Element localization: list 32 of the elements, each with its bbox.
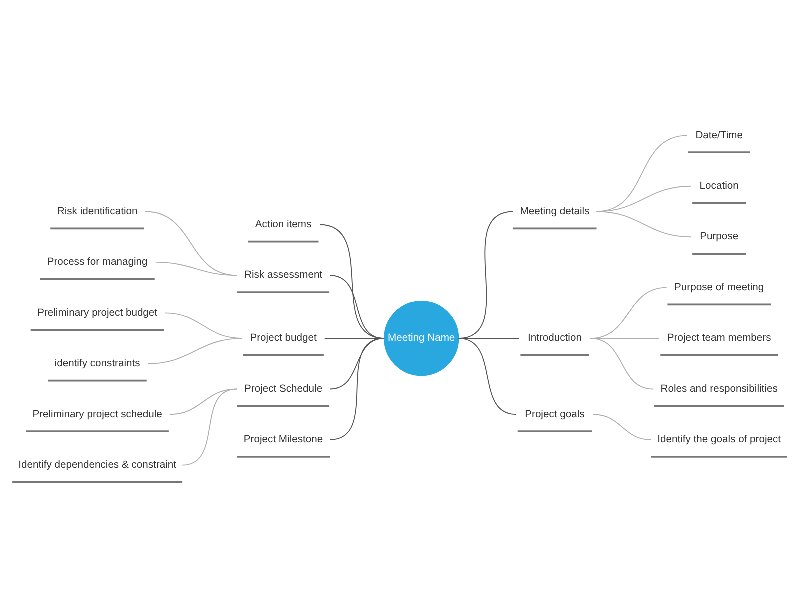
node-text: Identify the goals of project — [658, 434, 782, 446]
node-text: Purpose — [700, 231, 739, 242]
node-text: Purpose of meeting — [674, 282, 764, 293]
node-text: Identify dependencies & constraint — [18, 459, 177, 470]
connector — [155, 261, 238, 276]
node-text: Project team members — [667, 332, 772, 344]
connector — [458, 338, 517, 415]
node-text: Meeting details — [520, 206, 590, 217]
node-text: Date/Time — [696, 130, 743, 141]
node-text: Action items — [255, 219, 312, 230]
node-text: Process for managing — [47, 256, 148, 268]
node-text: identify constraints — [54, 358, 140, 370]
node-text: Project Schedule — [244, 383, 323, 394]
node-text: Project goals — [525, 408, 585, 420]
connector — [148, 338, 243, 364]
node-text: Location — [700, 180, 739, 192]
node-text: Project Milestone — [244, 434, 324, 446]
connector — [596, 185, 692, 212]
node-text: Roles and responsibilities — [660, 383, 778, 394]
node-text: Risk identification — [57, 206, 138, 217]
node-text: Preliminary project schedule — [32, 408, 162, 420]
node-text: Preliminary project budget — [38, 307, 158, 318]
connector — [145, 210, 238, 276]
connector — [182, 388, 238, 466]
node-text: Project budget — [250, 332, 317, 344]
connector — [590, 338, 654, 390]
node-text: Introduction — [528, 332, 582, 344]
node-text: Risk assessment — [244, 270, 323, 281]
connector — [330, 338, 385, 440]
connector — [593, 414, 652, 440]
connector — [596, 210, 692, 238]
node-circle: Meeting Name — [384, 300, 460, 376]
